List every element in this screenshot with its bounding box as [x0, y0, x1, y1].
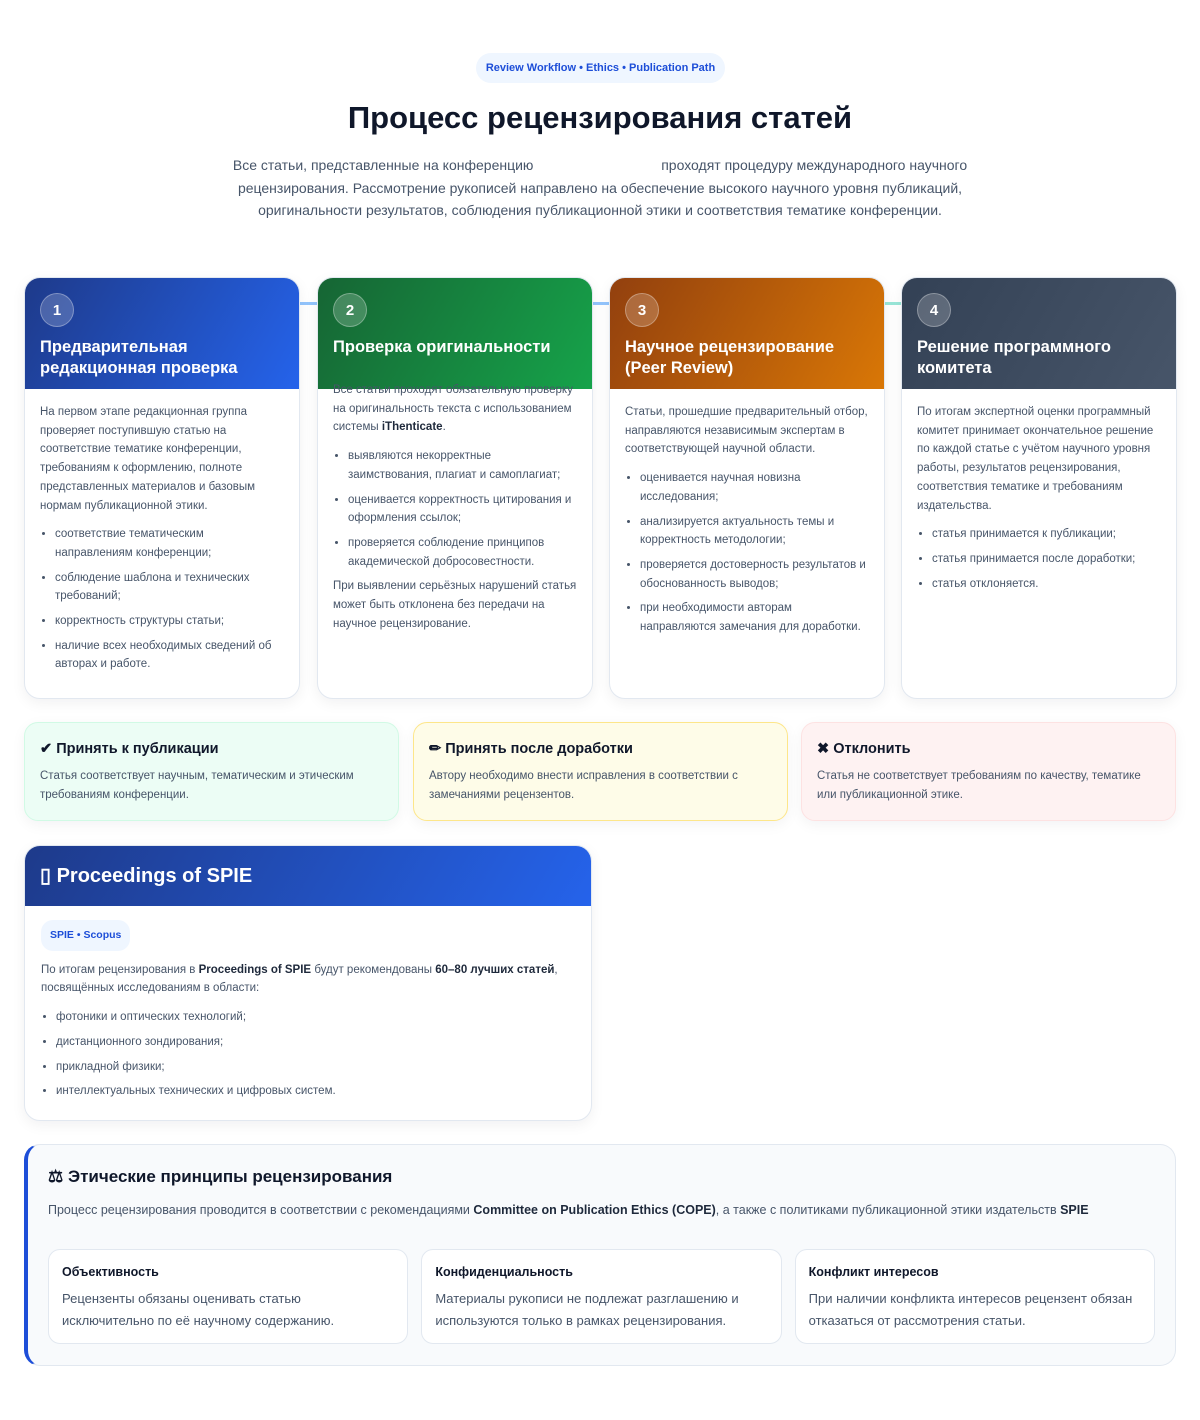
ethics-card-title: Конфликт интересов	[808, 1265, 939, 1279]
decision-title: Принять после доработки	[445, 741, 633, 757]
connector	[300, 302, 317, 305]
list-item: статья принимается после доработки;	[932, 550, 1161, 569]
text: будут рекомендованы	[314, 963, 433, 976]
ethics-title: Этические принципы рецензирования	[67, 1167, 393, 1186]
list-item: соответствие тематическим направлениям к…	[55, 525, 284, 562]
decision-text: Статья не соответствует требованиям по к…	[817, 770, 1141, 801]
text: Proceedings of SPIE	[198, 963, 312, 976]
book-icon: ▯	[40, 865, 52, 887]
step-number: 3	[625, 293, 659, 327]
text: , посвящённых исследованиям в области:	[41, 963, 558, 995]
list-item: прикладной физики;	[56, 1058, 575, 1077]
step-text: По итогам экспертной оценки программный …	[917, 406, 1154, 512]
header-badge: Review Workflow • Ethics • Publication P…	[476, 53, 725, 83]
ethics-card-text: Рецензенты обязаны оценивать статью искл…	[62, 1291, 335, 1328]
text: 60–80 лучших статей	[435, 963, 555, 976]
list-item: фотоники и оптических технологий;	[56, 1008, 575, 1027]
ethics-card-text: Материалы рукописи не подлежат разглашен…	[435, 1291, 739, 1328]
spie-title: Proceedings of SPIE	[56, 865, 253, 887]
ethics-section: ⚖ Этические принципы рецензирования Проц…	[24, 1144, 1176, 1366]
list-item: интеллектуальных технических и цифровых …	[56, 1082, 575, 1101]
connector	[884, 302, 901, 305]
spie-text: По итогам рецензирования в Proceedings o…	[41, 961, 575, 998]
decision-title: Отклонить	[833, 741, 911, 757]
list-item: при необходимости авторам направляются з…	[640, 599, 869, 636]
step-number: 1	[40, 293, 74, 327]
step-title: Проверка оригинальности	[333, 338, 551, 356]
list-item: анализируется актуальность темы и коррек…	[640, 513, 869, 550]
text: Все статьи проходят обязательную проверк…	[333, 384, 573, 434]
ethics-card-title: Конфиденциальность	[435, 1265, 573, 1279]
spie-card: ▯ Proceedings of SPIE SPIE • Scopus По и…	[24, 845, 592, 1121]
text: , а также с политиками публикационной эт…	[715, 1203, 1057, 1217]
step-number: 4	[917, 293, 951, 327]
step-number: 2	[333, 293, 367, 327]
intro-text: Все статьи, представленные на конференци…	[220, 154, 980, 222]
list-item: проверяется достоверность результатов и …	[640, 556, 869, 593]
intro-b: проходят процедуру международного научно…	[237, 157, 968, 218]
spie-pill: SPIE • Scopus	[41, 920, 131, 951]
text: По итогам рецензирования в	[41, 963, 196, 976]
list-item: оценивается корректность цитирования и о…	[348, 491, 577, 528]
step-note: При выявлении серьёзных нарушений статья…	[333, 580, 577, 630]
list-item: статья принимается к публикации;	[932, 525, 1161, 544]
list-item: дистанционного зондирования;	[56, 1033, 575, 1052]
text: Процесс рецензирования проводится в соот…	[48, 1203, 470, 1217]
text: Committee on Publication Ethics (COPE)	[473, 1203, 716, 1217]
step-title: Решение программного комитета	[917, 338, 1112, 377]
list-item: статья отклоняется.	[932, 575, 1161, 594]
step-title: Предварительная редакционная проверка	[40, 338, 238, 377]
check-icon: ✔	[40, 741, 53, 757]
step-text: На первом этапе редакционная группа пров…	[40, 406, 255, 512]
list-item: наличие всех необходимых сведений об авт…	[55, 637, 284, 674]
text: .	[442, 421, 446, 434]
list-item: корректность структуры статьи;	[55, 612, 284, 631]
list-item: соблюдение шаблона и технических требова…	[55, 569, 284, 606]
decision-text: Статья соответствует научным, тематическ…	[40, 770, 354, 801]
step-text: Все статьи проходят обязательную проверк…	[333, 381, 577, 437]
decision-title: Принять к публикации	[56, 741, 219, 757]
pencil-icon: ✏	[429, 741, 442, 757]
intro-a: Все статьи, представленные на конференци…	[232, 157, 534, 173]
list-item: выявляются некорректные заимствования, п…	[348, 447, 577, 484]
ethics-card-title: Объективность	[62, 1265, 159, 1279]
list-item: проверяется соблюдение принципов академи…	[348, 534, 577, 571]
text: SPIE	[1060, 1203, 1089, 1217]
step-text: Статьи, прошедшие предварительный отбор,…	[625, 406, 868, 456]
ethics-card-text: При наличии конфликта интересов рецензен…	[808, 1291, 1133, 1328]
connector	[592, 302, 609, 305]
list-item: оценивается научная новизна исследования…	[640, 469, 869, 506]
close-icon: ✖	[817, 741, 830, 757]
page-title: Процесс рецензирования статей	[347, 100, 853, 135]
redacted	[537, 158, 658, 170]
decision-text: Автору необходимо внести исправления в с…	[429, 770, 738, 801]
step-title: Научное рецензирование (Peer Review)	[625, 338, 835, 377]
ithenticate: iThenticate	[381, 421, 443, 434]
scales-icon: ⚖	[48, 1167, 64, 1186]
ethics-text: Процесс рецензирования проводится в соот…	[48, 1199, 1155, 1243]
